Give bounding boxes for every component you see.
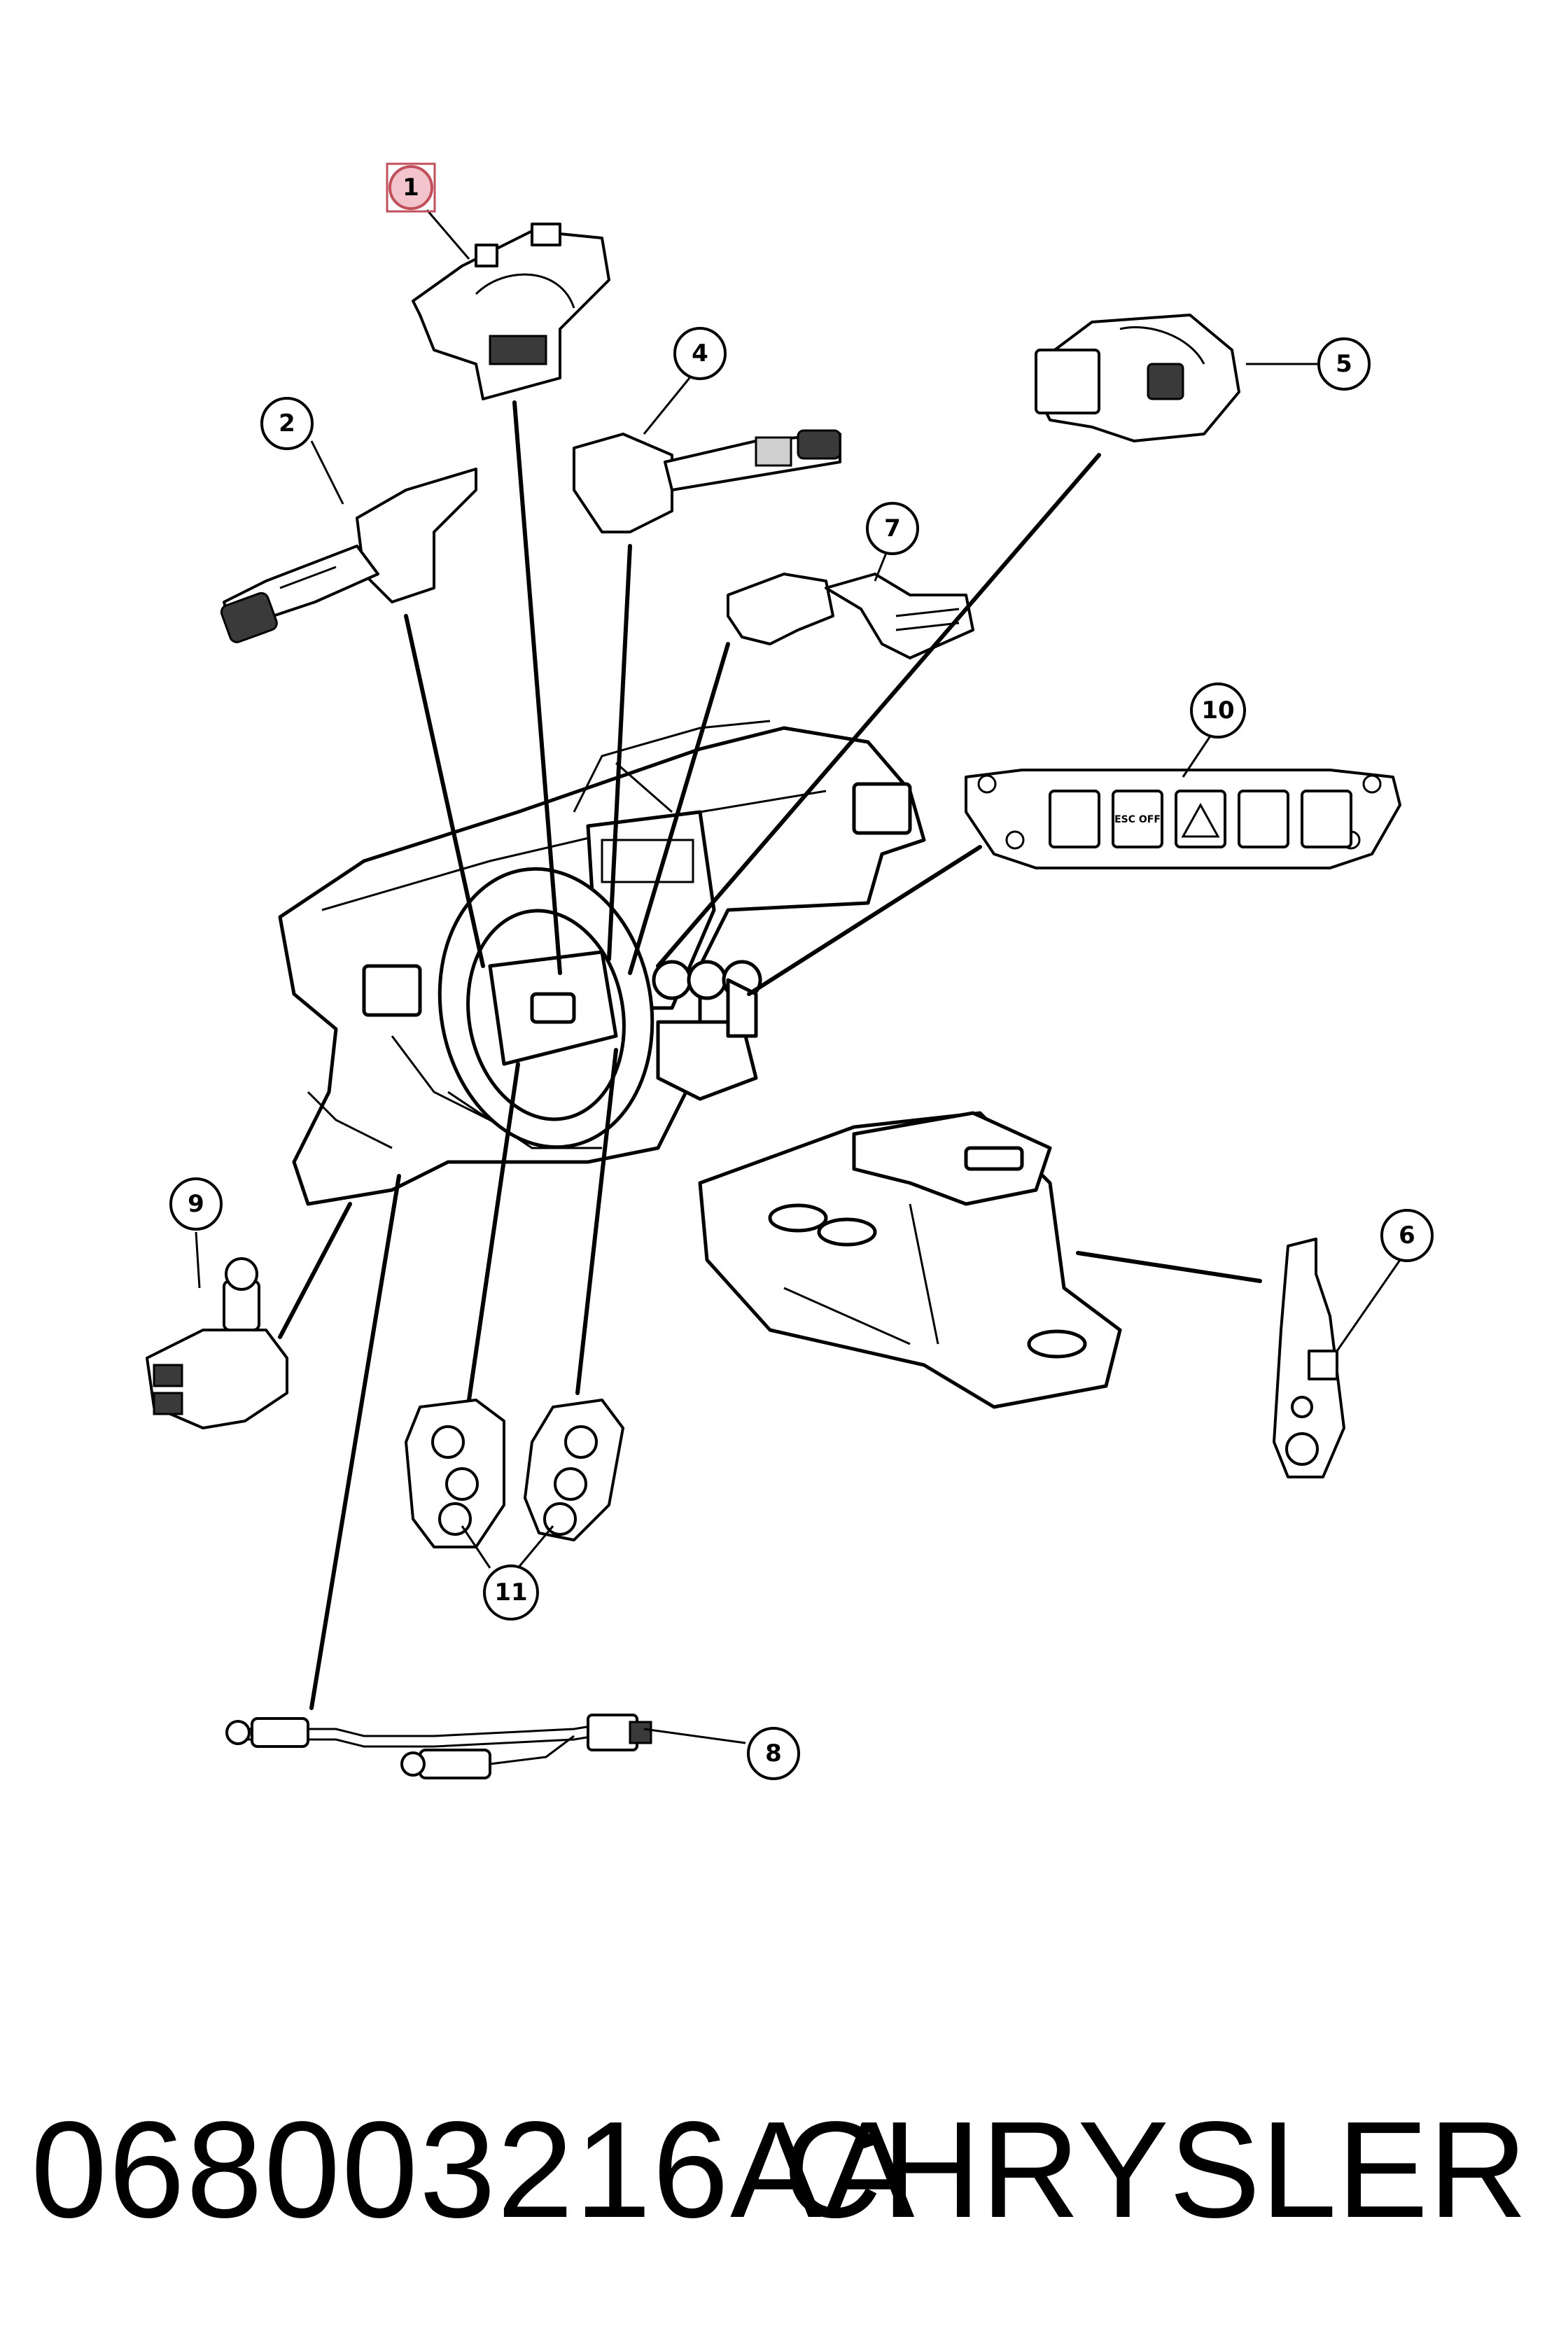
part-11-steering-wheel-switches [405,1399,624,1548]
callout-4[interactable]: 4 [673,327,727,380]
steering-wheel [438,867,654,1149]
part-10-switch-bank: ESC OFF [965,769,1401,869]
callout-8-label: 8 [765,1740,782,1768]
brand-name: CHRYSLER [783,2093,1527,2246]
part-9-brake-lamp-switch [146,1257,288,1429]
callout-4-label: 4 [692,340,708,368]
callout-7-label: 7 [884,514,901,542]
part-2-multifunction-switch [220,468,477,643]
callout-6[interactable]: 6 [1380,1209,1434,1262]
callout-2[interactable]: 2 [260,397,314,450]
callout-11-label: 11 [494,1578,527,1606]
callout-5-label: 5 [1336,350,1352,378]
part-5-ignition-switch [1035,314,1240,442]
part-7-paddle-shifter [727,573,974,659]
callout-1[interactable]: 1 [386,162,436,213]
callout-9[interactable]: 9 [169,1177,223,1231]
callout-10[interactable]: 10 [1190,682,1246,738]
leader-lines [195,209,1401,1744]
callout-11[interactable]: 11 [483,1564,539,1620]
callout-9-label: 9 [188,1190,204,1218]
callout-2-label: 2 [279,410,295,438]
part-6-bracket [1273,1238,1345,1478]
callout-5[interactable]: 5 [1317,337,1371,391]
esc-off-label: ESC OFF [1114,814,1161,825]
callout-8[interactable]: 8 [747,1727,800,1780]
part-1-clockspring [412,223,610,400]
callout-6-label: 6 [1399,1222,1415,1250]
callout-7[interactable]: 7 [866,502,919,555]
center-console [698,1111,1122,1409]
part-number: 068003216AA [31,2093,916,2246]
callout-10-label: 10 [1201,696,1234,724]
part-4-wiper-switch [573,429,841,533]
part-8-harness [225,1714,652,1779]
callout-1-label: 1 [402,174,419,202]
